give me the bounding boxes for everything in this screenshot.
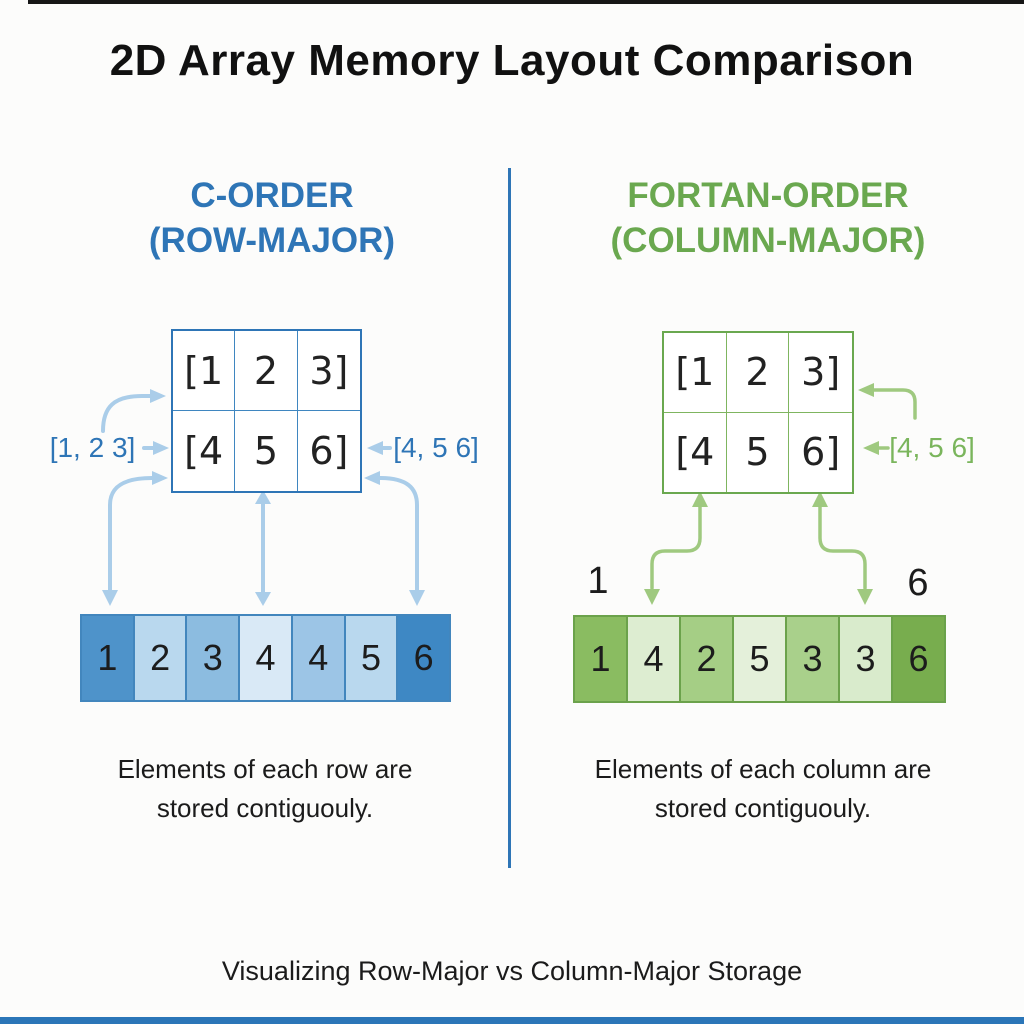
left-row1-annotation: [1, 2 3]: [49, 432, 136, 463]
right-memory-end-label: 6: [907, 562, 929, 604]
left-memory-cell-1: 1: [82, 616, 135, 700]
right-memory-cell-3: 2: [681, 617, 734, 701]
right-connector-left-scurve-icon: [644, 491, 708, 605]
left-matrix-cell-2: 2: [235, 331, 298, 411]
right-matrix-cell-4: [4: [664, 412, 727, 492]
left-row2-straight-arrow-icon: [142, 441, 169, 455]
right-memory-cell-7: 6: [893, 617, 944, 701]
right-matrix-cell-1: [1: [664, 333, 727, 413]
left-memory-cell-6: 5: [345, 616, 399, 700]
right-matrix-cell-2: 2: [726, 333, 790, 413]
right-row1-elbow-arrow-icon: [858, 383, 917, 420]
right-section-heading: FORTAN-ORDER (COLUMN-MAJOR): [568, 174, 968, 264]
left-matrix-cell-5: 5: [235, 411, 298, 491]
left-memory-cell-2: 2: [134, 616, 188, 700]
left-connector-cell4-icon: [255, 490, 271, 606]
left-memory-cell-4: 4: [240, 616, 293, 700]
right-row2-annotation: [4, 5 6]: [889, 432, 975, 463]
left-caption-line2: stored contiguouly.: [156, 793, 374, 823]
right-heading-line1: FORTAN-ORDER: [627, 176, 909, 215]
right-heading-line2: (COLUMN-MAJOR): [610, 220, 926, 260]
left-row1-curve-arrow-icon: [101, 389, 166, 433]
right-memory-cell-2: 4: [628, 617, 681, 701]
right-memory-start-label: 1: [587, 560, 609, 602]
left-heading-line1: C-ORDER: [190, 176, 354, 215]
left-connector-cell1-icon: [102, 471, 168, 606]
right-connector-right-scurve-icon: [812, 491, 873, 605]
footer-subtitle: Visualizing Row-Major vs Column-Major St…: [221, 956, 803, 986]
right-matrix-cell-5: 5: [727, 412, 790, 492]
center-divider-line: [508, 168, 511, 868]
right-caption-line2: stored contiguouly.: [654, 793, 872, 823]
left-matrix-cell-4: [4: [173, 411, 236, 491]
left-row2-annotation: [4, 5 6]: [393, 432, 479, 463]
left-memory-strip: 1 2 3 4 4 5 6: [80, 614, 451, 702]
top-border-bar: [28, 0, 1024, 4]
page-title: 2D Array Memory Layout Comparison: [109, 36, 915, 85]
right-matrix-cell-6: 6]: [801, 430, 841, 475]
right-matrix-cell-3: 3]: [789, 333, 852, 413]
left-section-heading: C-ORDER (ROW-MAJOR): [72, 174, 472, 264]
right-caption: Elements of each column are stored conti…: [583, 750, 943, 828]
right-memory-strip: 1 4 2 5 3 3 6: [573, 615, 946, 703]
right-matrix: [1 2 3] [4 5 6]: [662, 331, 854, 494]
right-caption-line1: Elements of each column are: [594, 754, 932, 784]
left-memory-cell-5: 4: [292, 616, 346, 700]
left-memory-cell-7: 6: [398, 616, 450, 700]
left-matrix-cell-3: 3]: [297, 331, 360, 411]
left-caption-line1: Elements of each row are: [117, 754, 413, 784]
left-caption: Elements of each row are stored contiguo…: [85, 750, 445, 828]
right-memory-cell-6: 3: [840, 617, 893, 701]
left-connector-cell7-icon: [364, 471, 425, 606]
right-memory-cell-4: 5: [734, 617, 787, 701]
bottom-border-bar: [0, 1017, 1024, 1024]
right-memory-cell-1: 1: [575, 617, 628, 701]
left-matrix-cell-1: [1: [173, 331, 236, 411]
left-memory-cell-3: 3: [187, 616, 241, 700]
left-matrix-cell-6: 6]: [309, 429, 349, 473]
right-memory-cell-5: 3: [787, 617, 840, 701]
left-heading-line2: (ROW-MAJOR): [148, 220, 396, 260]
left-matrix: [1 2 3] [4 5 6]: [171, 329, 362, 493]
